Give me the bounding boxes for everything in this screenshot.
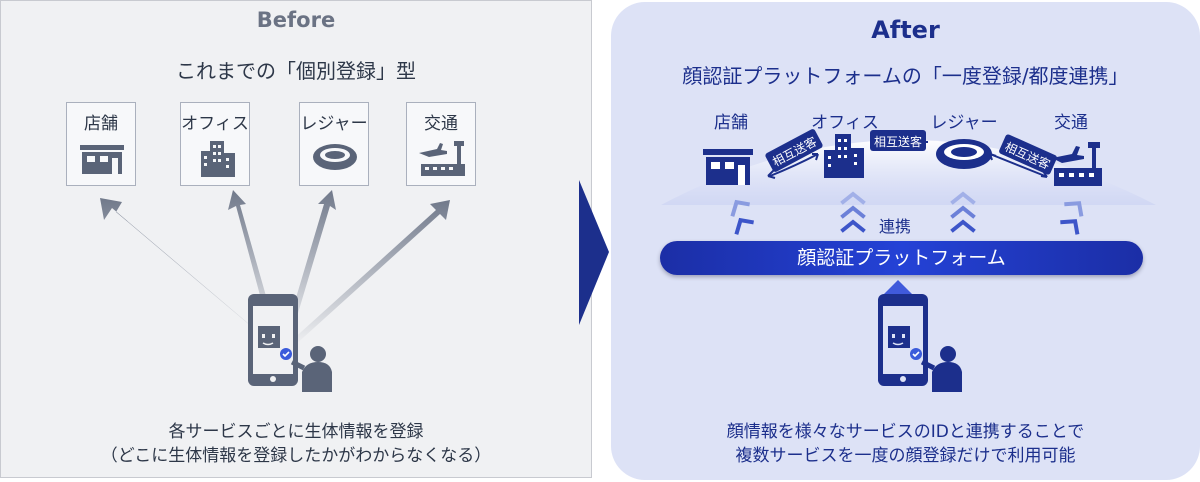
after-title: After — [871, 16, 940, 44]
after-service-label-transport: 交通 — [1054, 113, 1088, 133]
before-service-store: 店舗 — [66, 102, 136, 186]
airport-icon — [1052, 142, 1102, 186]
after-caption-line2: 複数サービスを一度の顔登録だけで利用可能 — [735, 446, 1076, 466]
chevron-up-icon — [1060, 201, 1084, 235]
after-service-label-office: オフィス — [811, 113, 879, 133]
before-panel — [0, 0, 592, 478]
after-phone-user-icon — [878, 294, 962, 392]
face-auth-platform-bar: 顔認証プラットフォーム — [660, 241, 1143, 275]
before-caption-line1: 各サービスごとに生体情報を登録 — [168, 422, 424, 442]
stadium-icon — [313, 144, 357, 170]
store-icon — [703, 149, 753, 185]
service-label: レジャー — [300, 114, 368, 134]
before-subtitle: これまでの「個別登録」型 — [176, 59, 416, 83]
after-subtitle: 顔認証プラットフォームの「一度登録/都度連携」 — [682, 64, 1129, 88]
mutual-referral-badge: 相互送客 — [870, 130, 927, 151]
before-phone-user-icon — [248, 294, 332, 392]
upload-arrow-icon — [882, 280, 914, 296]
service-label: 交通 — [424, 114, 458, 134]
office-building-icon — [824, 134, 864, 178]
service-label: オフィス — [181, 114, 249, 134]
before-title: Before — [256, 8, 336, 32]
stadium-icon — [936, 139, 992, 169]
arrow-to-transport — [290, 200, 450, 346]
airport-icon — [419, 141, 465, 176]
office-building-icon — [201, 141, 235, 177]
after-caption-line1: 顔情報を様々なサービスのIDと連携することで — [726, 422, 1085, 442]
link-label: 連携 — [878, 217, 911, 236]
before-service-office: オフィス — [180, 102, 250, 186]
link-chevrons — [730, 191, 1084, 235]
store-icon — [80, 145, 124, 174]
arrow-to-store — [100, 198, 272, 344]
before-caption-line2: （どこに生体情報を登録したかがわからなくなる） — [100, 446, 492, 466]
chevron-up-icon — [730, 199, 754, 235]
before-service-transport: 交通 — [406, 102, 476, 186]
after-service-label-leisure: レジャー — [930, 113, 998, 133]
service-label: 店舗 — [84, 114, 118, 134]
after-service-label-store: 店舗 — [714, 113, 748, 133]
chevron-up-icon — [950, 191, 976, 233]
transition-arrow-icon — [579, 180, 609, 325]
mutual-referral-label: 相互送客 — [874, 135, 923, 149]
chevron-up-icon — [840, 191, 866, 233]
before-service-leisure: レジャー — [299, 102, 369, 186]
